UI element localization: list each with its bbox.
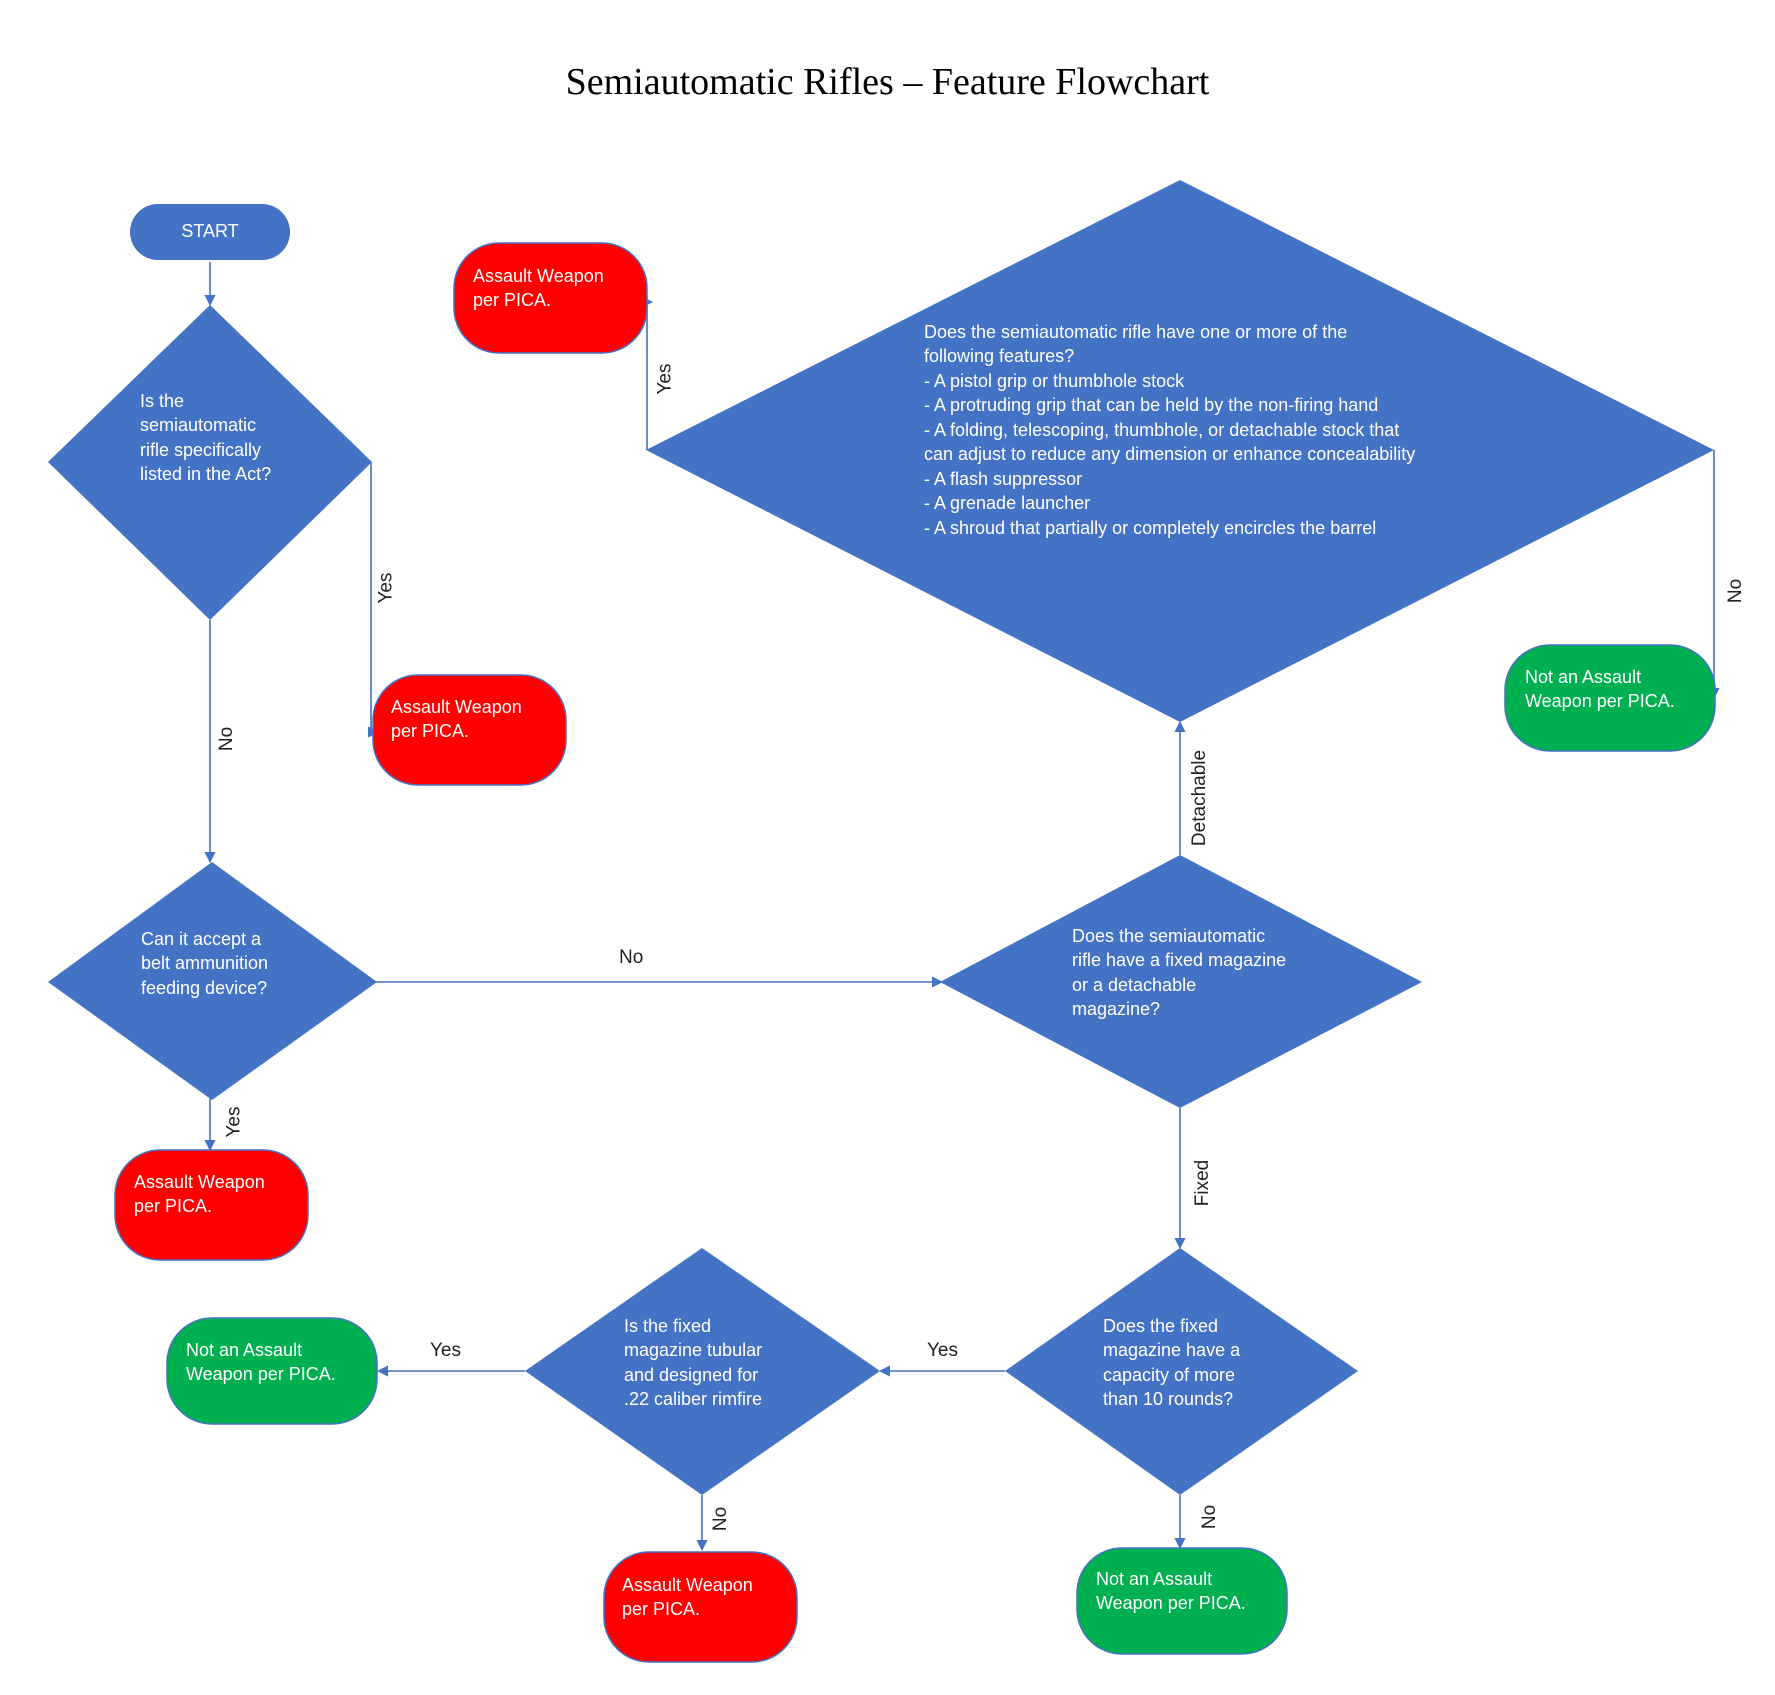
text-line: Assault Weapon — [473, 266, 604, 286]
text-line: .22 caliber rimfire — [624, 1388, 763, 1409]
edge-label-detachable: Detachable — [1189, 749, 1211, 847]
decision-magazine-text: Does the semiautomatic rifle have a fixe… — [1072, 924, 1286, 1021]
outcome-assault-tubular-shape — [603, 1551, 798, 1663]
text-line: Weapon per PICA. — [1525, 691, 1675, 712]
outcome-assault-listed-shape — [372, 674, 567, 786]
outcome-assault-belt-text: Assault Weapon per PICA. — [134, 1170, 265, 1219]
edge-label-fixed: Fixed — [1192, 1159, 1214, 1207]
text-line: magazine have a — [1103, 1340, 1241, 1361]
edge-label-belt-yes: Yes — [223, 1106, 245, 1138]
text-line: Does the semiautomatic rifle have one or… — [924, 322, 1348, 342]
outcome-not-features-text: Not an Assault Weapon per PICA. — [1525, 665, 1675, 714]
text-line: Not an Assault — [186, 1340, 303, 1360]
decision-magazine-shape — [940, 855, 1422, 1108]
edge-label-capacity-yes: Yes — [927, 1340, 958, 1361]
text-line: Assault Weapon — [134, 1172, 265, 1192]
edge-label-listed-yes: Yes — [375, 572, 397, 604]
text-line: capacity of more — [1103, 1364, 1236, 1385]
start-terminator — [130, 204, 290, 260]
text-line: Is the — [140, 391, 185, 411]
text-line: semiautomatic — [140, 415, 257, 436]
text-line: listed in the Act? — [140, 463, 272, 484]
edge-label-tubular-yes: Yes — [430, 1340, 461, 1361]
text-line: magazine tubular — [624, 1340, 763, 1361]
outcome-not-features-shape — [1504, 644, 1716, 752]
text-line: - A folding, telescoping, thumbhole, or … — [924, 419, 1400, 440]
text-line: - A pistol grip or thumbhole stock — [924, 370, 1185, 391]
text-line: Does the semiautomatic — [1072, 926, 1266, 946]
text-line: - A shroud that partially or completely … — [924, 517, 1377, 538]
start-label: START — [130, 219, 290, 243]
decision-tubular-shape — [525, 1248, 880, 1495]
decision-features-shape — [646, 180, 1714, 722]
decision-listed-shape — [48, 305, 372, 620]
text-line: and designed for — [624, 1364, 759, 1385]
decision-belt-shape — [48, 862, 377, 1100]
text-line: Not an Assault — [1096, 1569, 1213, 1589]
decision-capacity-shape — [1005, 1248, 1358, 1495]
text-line: or a detachable — [1072, 974, 1197, 995]
edge-label-listed-no: No — [216, 726, 238, 752]
text-line: rifle have a fixed magazine — [1072, 950, 1287, 971]
decision-belt-text: Can it accept a belt ammunition feeding … — [141, 927, 268, 1000]
text-line: Weapon per PICA. — [1096, 1593, 1246, 1614]
text-line: can adjust to reduce any dimension or en… — [924, 444, 1416, 465]
text-line: rifle specifically — [140, 439, 262, 460]
outcome-not-capacity-shape — [1076, 1547, 1288, 1655]
text-line: Is the fixed — [624, 1316, 712, 1336]
edge-label-features-no: No — [1725, 578, 1747, 604]
text-line: feeding device? — [141, 977, 268, 998]
decision-listed-text: Is the semiautomatic rifle specifically … — [140, 389, 271, 486]
text-line: Assault Weapon — [622, 1575, 753, 1595]
text-line: following features? — [924, 346, 1075, 367]
edge-label-capacity-no: No — [1199, 1504, 1221, 1530]
text-line: belt ammunition — [141, 953, 269, 974]
text-line: per PICA. — [473, 290, 552, 311]
text-line: Weapon per PICA. — [186, 1364, 336, 1385]
edge-label-features-yes: Yes — [654, 363, 676, 395]
outcome-not-capacity-text: Not an Assault Weapon per PICA. — [1096, 1567, 1246, 1616]
outcome-assault-belt-shape — [114, 1149, 309, 1261]
outcome-assault-features-shape — [453, 242, 648, 354]
text-line: per PICA. — [622, 1599, 701, 1620]
outcome-assault-listed-text: Assault Weapon per PICA. — [391, 695, 522, 744]
text-line: per PICA. — [391, 721, 470, 742]
text-line: - A flash suppressor — [924, 468, 1083, 489]
edge-label-belt-no: No — [619, 947, 644, 968]
decision-capacity-text: Does the fixed magazine have a capacity … — [1103, 1314, 1240, 1411]
outcome-assault-tubular-text: Assault Weapon per PICA. — [622, 1573, 753, 1622]
text-line: Can it accept a — [141, 929, 262, 949]
decision-features-text: Does the semiautomatic rifle have one or… — [924, 320, 1415, 540]
text-line: - A protruding grip that can be held by … — [924, 395, 1379, 416]
edge-features-yes — [641, 296, 654, 450]
text-line: - A grenade launcher — [924, 493, 1091, 514]
text-line: magazine? — [1072, 998, 1161, 1019]
text-line: than 10 rounds? — [1103, 1388, 1234, 1409]
edge-label-tubular-no: No — [710, 1506, 732, 1532]
text-line: Assault Weapon — [391, 697, 522, 717]
decision-tubular-text: Is the fixed magazine tubular and design… — [624, 1314, 762, 1411]
page-title: Semiautomatic Rifles – Feature Flowchart — [565, 61, 1210, 103]
outcome-not-tubular-shape — [166, 1317, 378, 1425]
outcome-not-tubular-text: Not an Assault Weapon per PICA. — [186, 1338, 336, 1387]
outcome-assault-features-text: Assault Weapon per PICA. — [473, 264, 604, 313]
text-line: Not an Assault — [1525, 667, 1642, 687]
text-line: Does the fixed — [1103, 1316, 1219, 1336]
text-line: per PICA. — [134, 1196, 213, 1217]
start-text: START — [181, 221, 239, 241]
